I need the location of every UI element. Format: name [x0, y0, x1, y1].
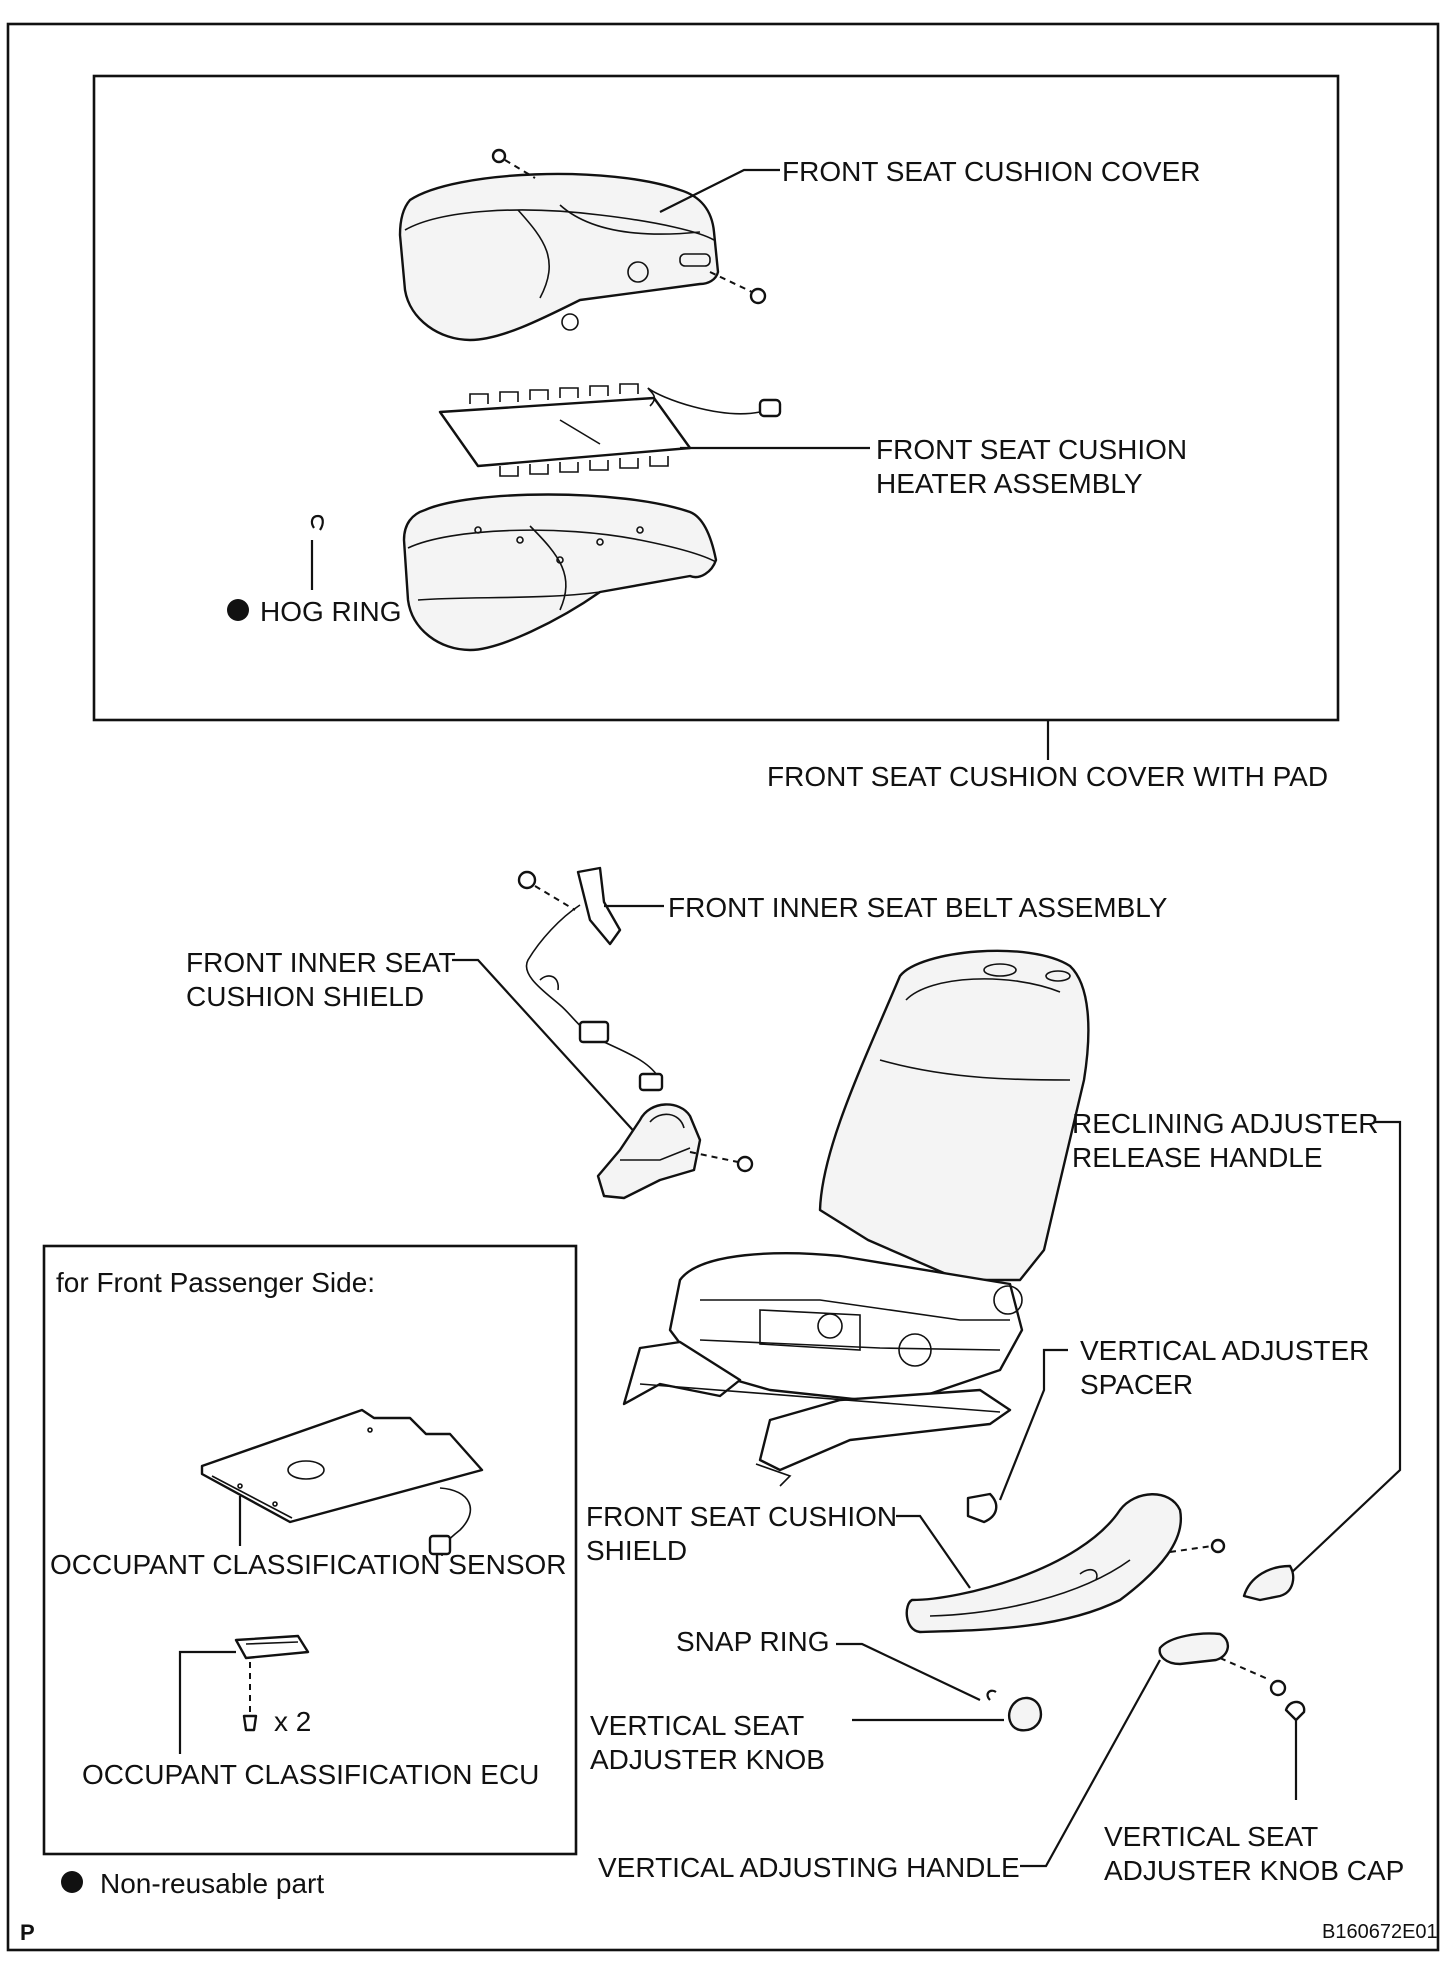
- inner-shield-bolt-icon: [689, 1151, 754, 1173]
- cushion-shield-label-line1: FRONT SEAT CUSHION: [586, 1501, 897, 1532]
- reclining-handle-leader: [1289, 1120, 1402, 1575]
- knob-cap-label-line2: ADJUSTER KNOB CAP: [1104, 1855, 1404, 1886]
- front-seat-cushion-cover-leader: [659, 168, 780, 213]
- front-seat-cushion-pad-part: [402, 493, 718, 652]
- ecu-qty-label: x 2: [274, 1706, 311, 1737]
- inner-shield-leader: [452, 958, 641, 1139]
- occupant-ecu-label: OCCUPANT CLASSIFICATION ECU: [82, 1759, 539, 1790]
- cushion-shield-screw-icon: [1169, 1538, 1226, 1554]
- inner-seat-belt-part: [517, 866, 664, 1092]
- occupant-classification-ecu-part: [234, 1634, 310, 1660]
- passenger-side-label: for Front Passenger Side:: [56, 1267, 375, 1298]
- non-reusable-legend-label: Non-reusable part: [100, 1868, 324, 1899]
- non-reusable-legend-icon: [61, 1871, 83, 1893]
- heater-assembly-part: [438, 383, 782, 477]
- cover-with-pad-label: FRONT SEAT CUSHION COVER WITH PAD: [767, 761, 1328, 792]
- page-mark: P: [20, 1920, 35, 1945]
- vertical-seat-adjuster-knob-cap-part: [1284, 1700, 1306, 1722]
- front-seat-cushion-shield-part: [905, 1493, 1183, 1634]
- page-border: [6, 22, 1440, 1952]
- occupant-classification-sensor-part: [200, 1408, 484, 1557]
- inner-seat-belt-label: FRONT INNER SEAT BELT ASSEMBLY: [668, 892, 1168, 923]
- hog-ring-non-reusable-icon: [227, 599, 249, 621]
- hog-ring-icon: [310, 514, 324, 590]
- handle-screw-icon: [1219, 1657, 1287, 1697]
- adjusting-handle-leader: [1020, 1659, 1161, 1868]
- inner-shield-label-line2: CUSHION SHIELD: [186, 981, 424, 1012]
- figure-code: B160672E01: [1322, 1921, 1438, 1943]
- cushion-shield-leader: [896, 1514, 971, 1589]
- cover-clip-top-icon: [491, 148, 536, 179]
- passenger-side-box: [42, 1244, 578, 1856]
- vertical-adjuster-spacer-part: [966, 1492, 998, 1524]
- cover-clip-right-icon: [709, 271, 767, 305]
- vertical-spacer-label-line1: VERTICAL ADJUSTER: [1080, 1335, 1369, 1366]
- snap-ring-leader: [836, 1642, 981, 1701]
- front-seat-cushion-cover-part: [398, 172, 720, 342]
- hog-ring-label: HOG RING: [260, 596, 402, 627]
- cushion-shield-label-line2: SHIELD: [586, 1535, 687, 1566]
- front-seat-cushion-cover-label: FRONT SEAT CUSHION COVER: [782, 156, 1201, 187]
- inner-seat-cushion-shield-part: [596, 1103, 702, 1200]
- seat-back-and-frame-part: [622, 949, 1090, 1487]
- reclining-handle-label-line1: RECLINING ADJUSTER: [1072, 1108, 1379, 1139]
- reclining-handle-label-line2: RELEASE HANDLE: [1072, 1142, 1323, 1173]
- snap-ring-icon: [986, 1689, 997, 1701]
- knob-label-line1: VERTICAL SEAT: [590, 1710, 804, 1741]
- vertical-seat-adjuster-knob-part: [1008, 1696, 1043, 1732]
- inner-shield-label-line1: FRONT INNER SEAT: [186, 947, 456, 978]
- vertical-spacer-leader: [998, 1348, 1068, 1501]
- occupant-ecu-leader: [178, 1650, 236, 1754]
- occupant-sensor-label: OCCUPANT CLASSIFICATION SENSOR: [50, 1549, 567, 1580]
- heater-assembly-label-line2: HEATER ASSEMBLY: [876, 468, 1143, 499]
- adjusting-handle-label: VERTICAL ADJUSTING HANDLE: [598, 1852, 1020, 1883]
- ecu-screw-icon: [242, 1662, 258, 1732]
- reclining-release-handle-part: [1242, 1564, 1295, 1602]
- cover-with-pad-box: [92, 74, 1340, 722]
- knob-cap-label-line1: VERTICAL SEAT: [1104, 1821, 1318, 1852]
- knob-label-line2: ADJUSTER KNOB: [590, 1744, 825, 1775]
- vertical-spacer-label-line2: SPACER: [1080, 1369, 1193, 1400]
- vertical-adjusting-handle-part: [1158, 1632, 1229, 1666]
- snap-ring-label: SNAP RING: [676, 1626, 830, 1657]
- heater-assembly-label-line1: FRONT SEAT CUSHION: [876, 434, 1187, 465]
